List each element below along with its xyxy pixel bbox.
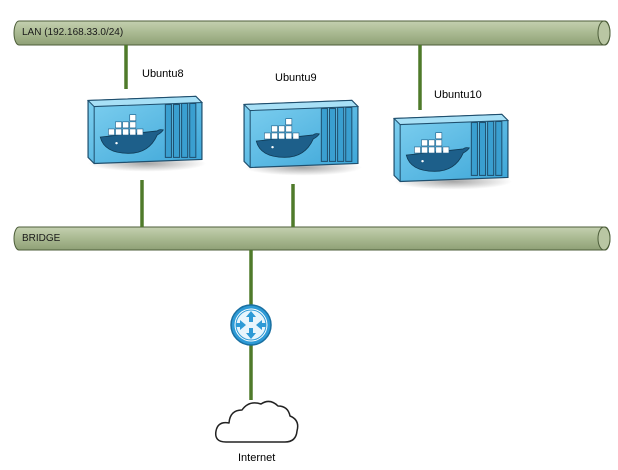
docker-container-icon bbox=[87, 95, 206, 173]
internet-label: Internet bbox=[238, 452, 276, 464]
container-label-ubuntu10: Ubuntu10 bbox=[434, 89, 482, 101]
router-icon bbox=[230, 304, 272, 346]
bridge-bus bbox=[13, 226, 611, 251]
container-label-ubuntu9: Ubuntu9 bbox=[275, 72, 317, 84]
docker-container-icon bbox=[393, 113, 512, 191]
container-label-ubuntu8: Ubuntu8 bbox=[142, 68, 184, 80]
docker-container-icon bbox=[243, 99, 362, 177]
container-ubuntu10[interactable] bbox=[393, 113, 512, 191]
bridge-bus-label: BRIDGE bbox=[22, 233, 61, 244]
internet-cloud[interactable] bbox=[214, 400, 299, 443]
container-ubuntu9[interactable] bbox=[243, 99, 362, 177]
cloud-icon bbox=[214, 400, 299, 443]
router[interactable] bbox=[230, 304, 272, 346]
lan-bus-label: LAN (192.168.33.0/24) bbox=[22, 27, 124, 38]
container-ubuntu8[interactable] bbox=[87, 95, 206, 173]
lan-bus bbox=[13, 20, 611, 46]
